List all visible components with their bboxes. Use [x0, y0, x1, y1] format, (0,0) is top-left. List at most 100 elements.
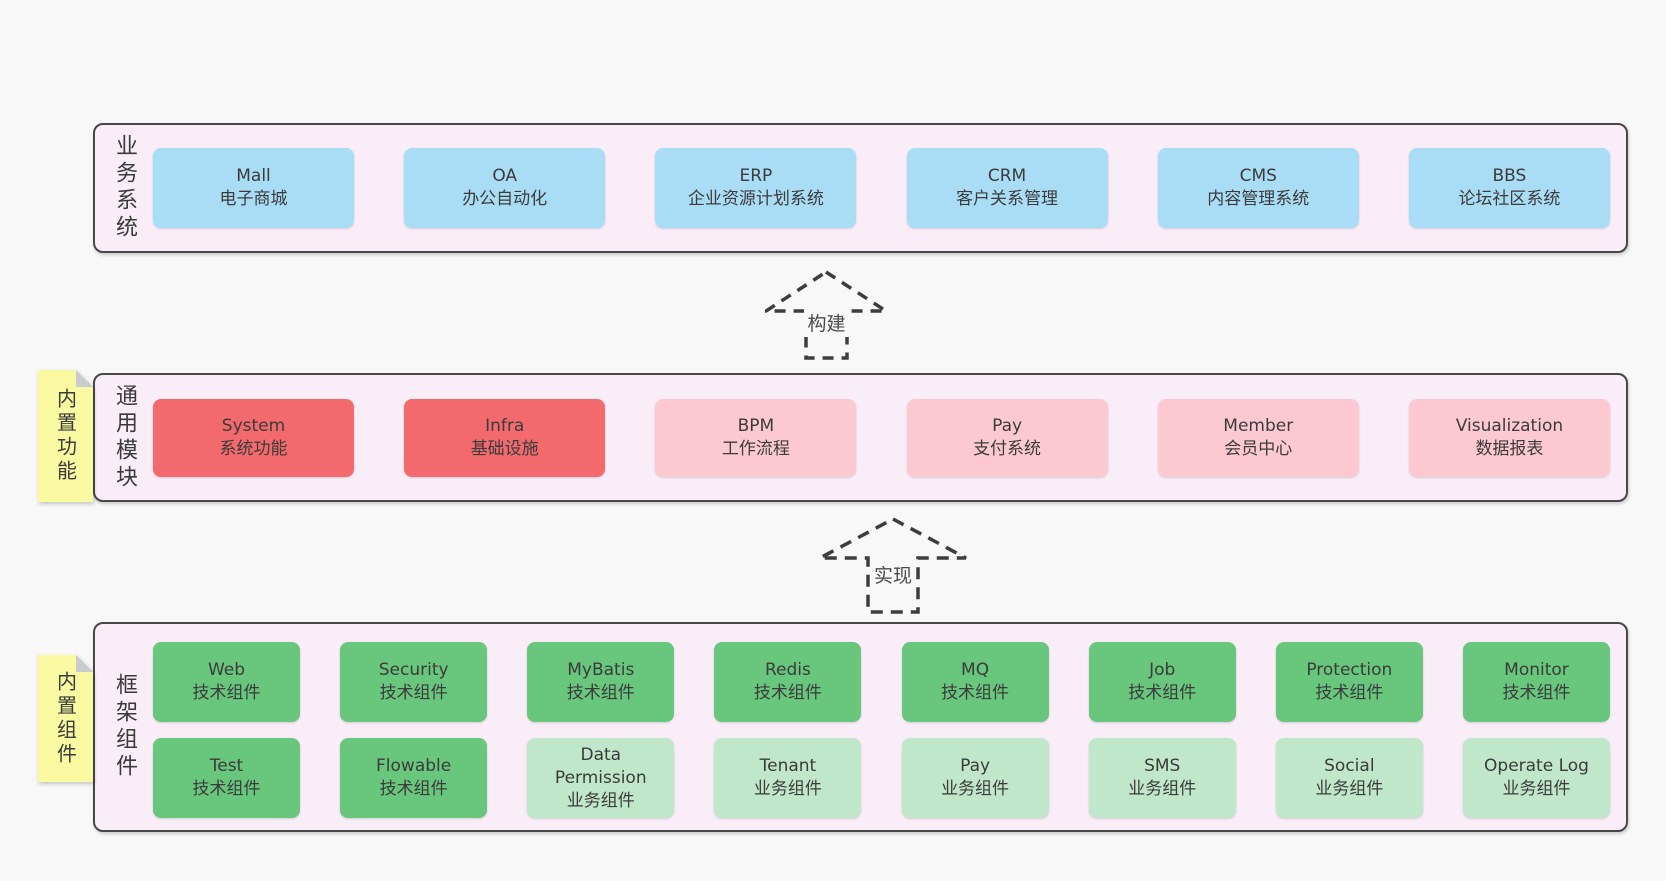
- box-infra: Infra 基础设施: [404, 398, 606, 477]
- box-desc: 基础设施: [470, 438, 539, 459]
- arrow-build: 构建: [765, 270, 888, 360]
- box-member: Member 会员中心: [1157, 398, 1359, 477]
- box-crm: CRM 客户关系管理: [906, 148, 1108, 228]
- box-test: Test 技术组件: [153, 738, 300, 818]
- box-desc: 技术组件: [566, 683, 635, 703]
- box-name: Flowable: [376, 756, 452, 776]
- sticky-note-text: 内置组件: [53, 670, 78, 767]
- box-operate-log: Operate Log 业务组件: [1462, 738, 1610, 818]
- box-name: CRM: [987, 166, 1027, 186]
- box-name: Monitor: [1504, 660, 1569, 680]
- box-pay-business: Pay 业务组件: [901, 738, 1049, 818]
- layer-common-modules: 通用模块 System 系统功能 Infra 基础设施 BPM 工作流程 Pay…: [93, 373, 1628, 502]
- box-name: BPM: [737, 415, 775, 436]
- box-desc: 技术组件: [192, 683, 261, 703]
- components-row-2: Test 技术组件 Flowable 技术组件 Data Permission …: [153, 738, 1610, 818]
- box-desc: 业务组件: [566, 790, 635, 811]
- box-name: Job: [1149, 660, 1176, 680]
- box-name: OA: [492, 166, 518, 186]
- layer-label-modules: 通用模块: [95, 375, 153, 500]
- layer-label-modules-text: 通用模块: [112, 383, 137, 492]
- arrow-implement-label: 实现: [869, 560, 917, 589]
- sticky-note-body: 内置功能: [38, 370, 93, 502]
- box-desc: 工作流程: [721, 438, 790, 459]
- box-name: Security: [378, 660, 449, 680]
- box-name: Redis: [764, 660, 811, 680]
- sticky-note-text: 内置功能: [53, 388, 78, 484]
- box-name: Infra: [485, 415, 525, 436]
- box-desc: 技术组件: [192, 779, 261, 799]
- layer-label-business-text: 业务系统: [112, 134, 137, 242]
- layer-framework-components: 框架组件 Web 技术组件 Security 技术组件 MyBatis 技术组件…: [93, 622, 1628, 832]
- layer-business-systems: 业务系统 Mall 电子商城 OA 办公自动化 ERP 企业资源计划系统 CRM…: [93, 123, 1628, 253]
- sticky-note-built-in-components: 内置组件: [38, 655, 93, 782]
- sticky-note-body: 内置组件: [38, 655, 93, 782]
- box-name: Protection: [1306, 660, 1393, 680]
- box-desc: 技术组件: [379, 683, 448, 703]
- box-name: ERP: [739, 166, 773, 186]
- box-oa: OA 办公自动化: [404, 148, 606, 228]
- box-desc: 业务组件: [1502, 779, 1571, 799]
- box-name: Social: [1324, 756, 1375, 776]
- box-desc: 业务组件: [941, 779, 1010, 799]
- box-name: BBS: [1492, 166, 1527, 186]
- box-monitor: Monitor 技术组件: [1462, 642, 1610, 722]
- layer-label-components-text: 框架组件: [112, 673, 137, 781]
- box-name: SMS: [1144, 756, 1181, 776]
- box-mall: Mall 电子商城: [153, 148, 354, 228]
- box-mq: MQ 技术组件: [901, 642, 1049, 722]
- box-bpm: BPM 工作流程: [655, 398, 857, 477]
- box-mybatis: MyBatis 技术组件: [527, 642, 675, 722]
- box-system: System 系统功能: [153, 398, 354, 477]
- box-desc: 会员中心: [1224, 438, 1293, 459]
- box-desc: 内容管理系统: [1207, 189, 1310, 209]
- layer-label-components: 框架组件: [95, 624, 153, 830]
- box-visualization: Visualization 数据报表: [1408, 398, 1610, 477]
- box-name: Pay: [992, 415, 1023, 436]
- box-desc: 客户关系管理: [956, 189, 1059, 209]
- arrow-build-label: 构建: [803, 308, 850, 337]
- box-desc: 电子商城: [219, 189, 288, 209]
- box-cms: CMS 内容管理系统: [1157, 148, 1359, 228]
- box-name: Operate Log: [1484, 756, 1589, 776]
- box-name: MQ: [961, 660, 990, 680]
- folded-corner-icon: [76, 370, 93, 387]
- box-desc: 支付系统: [973, 438, 1042, 459]
- box-desc: 业务组件: [1128, 779, 1197, 799]
- box-web: Web 技术组件: [153, 642, 300, 722]
- box-sms: SMS 业务组件: [1088, 738, 1236, 818]
- box-name: Member: [1223, 415, 1294, 436]
- sticky-note-built-in-functions: 内置功能: [38, 370, 93, 502]
- box-name: Data Permission: [554, 744, 647, 788]
- box-name: CMS: [1239, 166, 1277, 186]
- box-name: Mall: [236, 166, 271, 186]
- components-rows: Web 技术组件 Security 技术组件 MyBatis 技术组件 Redi…: [153, 642, 1610, 818]
- box-protection: Protection 技术组件: [1275, 642, 1423, 722]
- folded-corner-icon: [76, 655, 93, 672]
- box-data-permission: Data Permission 业务组件: [527, 738, 675, 818]
- box-desc: 论坛社区系统: [1458, 189, 1561, 209]
- modules-boxes-row: System 系统功能 Infra 基础设施 BPM 工作流程 Pay 支付系统…: [153, 375, 1610, 500]
- box-bbs: BBS 论坛社区系统: [1408, 148, 1610, 228]
- box-desc: 技术组件: [379, 779, 448, 799]
- box-pay-system: Pay 支付系统: [906, 398, 1108, 477]
- box-name: Web: [207, 660, 246, 680]
- box-desc: 企业资源计划系统: [687, 189, 824, 209]
- business-boxes-row: Mall 电子商城 OA 办公自动化 ERP 企业资源计划系统 CRM 客户关系…: [153, 125, 1610, 251]
- box-name: MyBatis: [567, 660, 635, 680]
- box-desc: 技术组件: [1315, 683, 1384, 703]
- box-name: Pay: [960, 756, 991, 776]
- box-desc: 业务组件: [1315, 779, 1384, 799]
- box-desc: 业务组件: [753, 779, 822, 799]
- box-desc: 技术组件: [1128, 683, 1197, 703]
- box-name: Test: [209, 756, 244, 776]
- box-name: Tenant: [759, 756, 817, 776]
- components-row-1: Web 技术组件 Security 技术组件 MyBatis 技术组件 Redi…: [153, 642, 1610, 722]
- box-desc: 数据报表: [1475, 438, 1544, 459]
- box-desc: 办公自动化: [462, 189, 548, 209]
- box-redis: Redis 技术组件: [714, 642, 862, 722]
- box-name: System: [221, 415, 286, 436]
- box-flowable: Flowable 技术组件: [340, 738, 488, 818]
- box-security: Security 技术组件: [340, 642, 488, 722]
